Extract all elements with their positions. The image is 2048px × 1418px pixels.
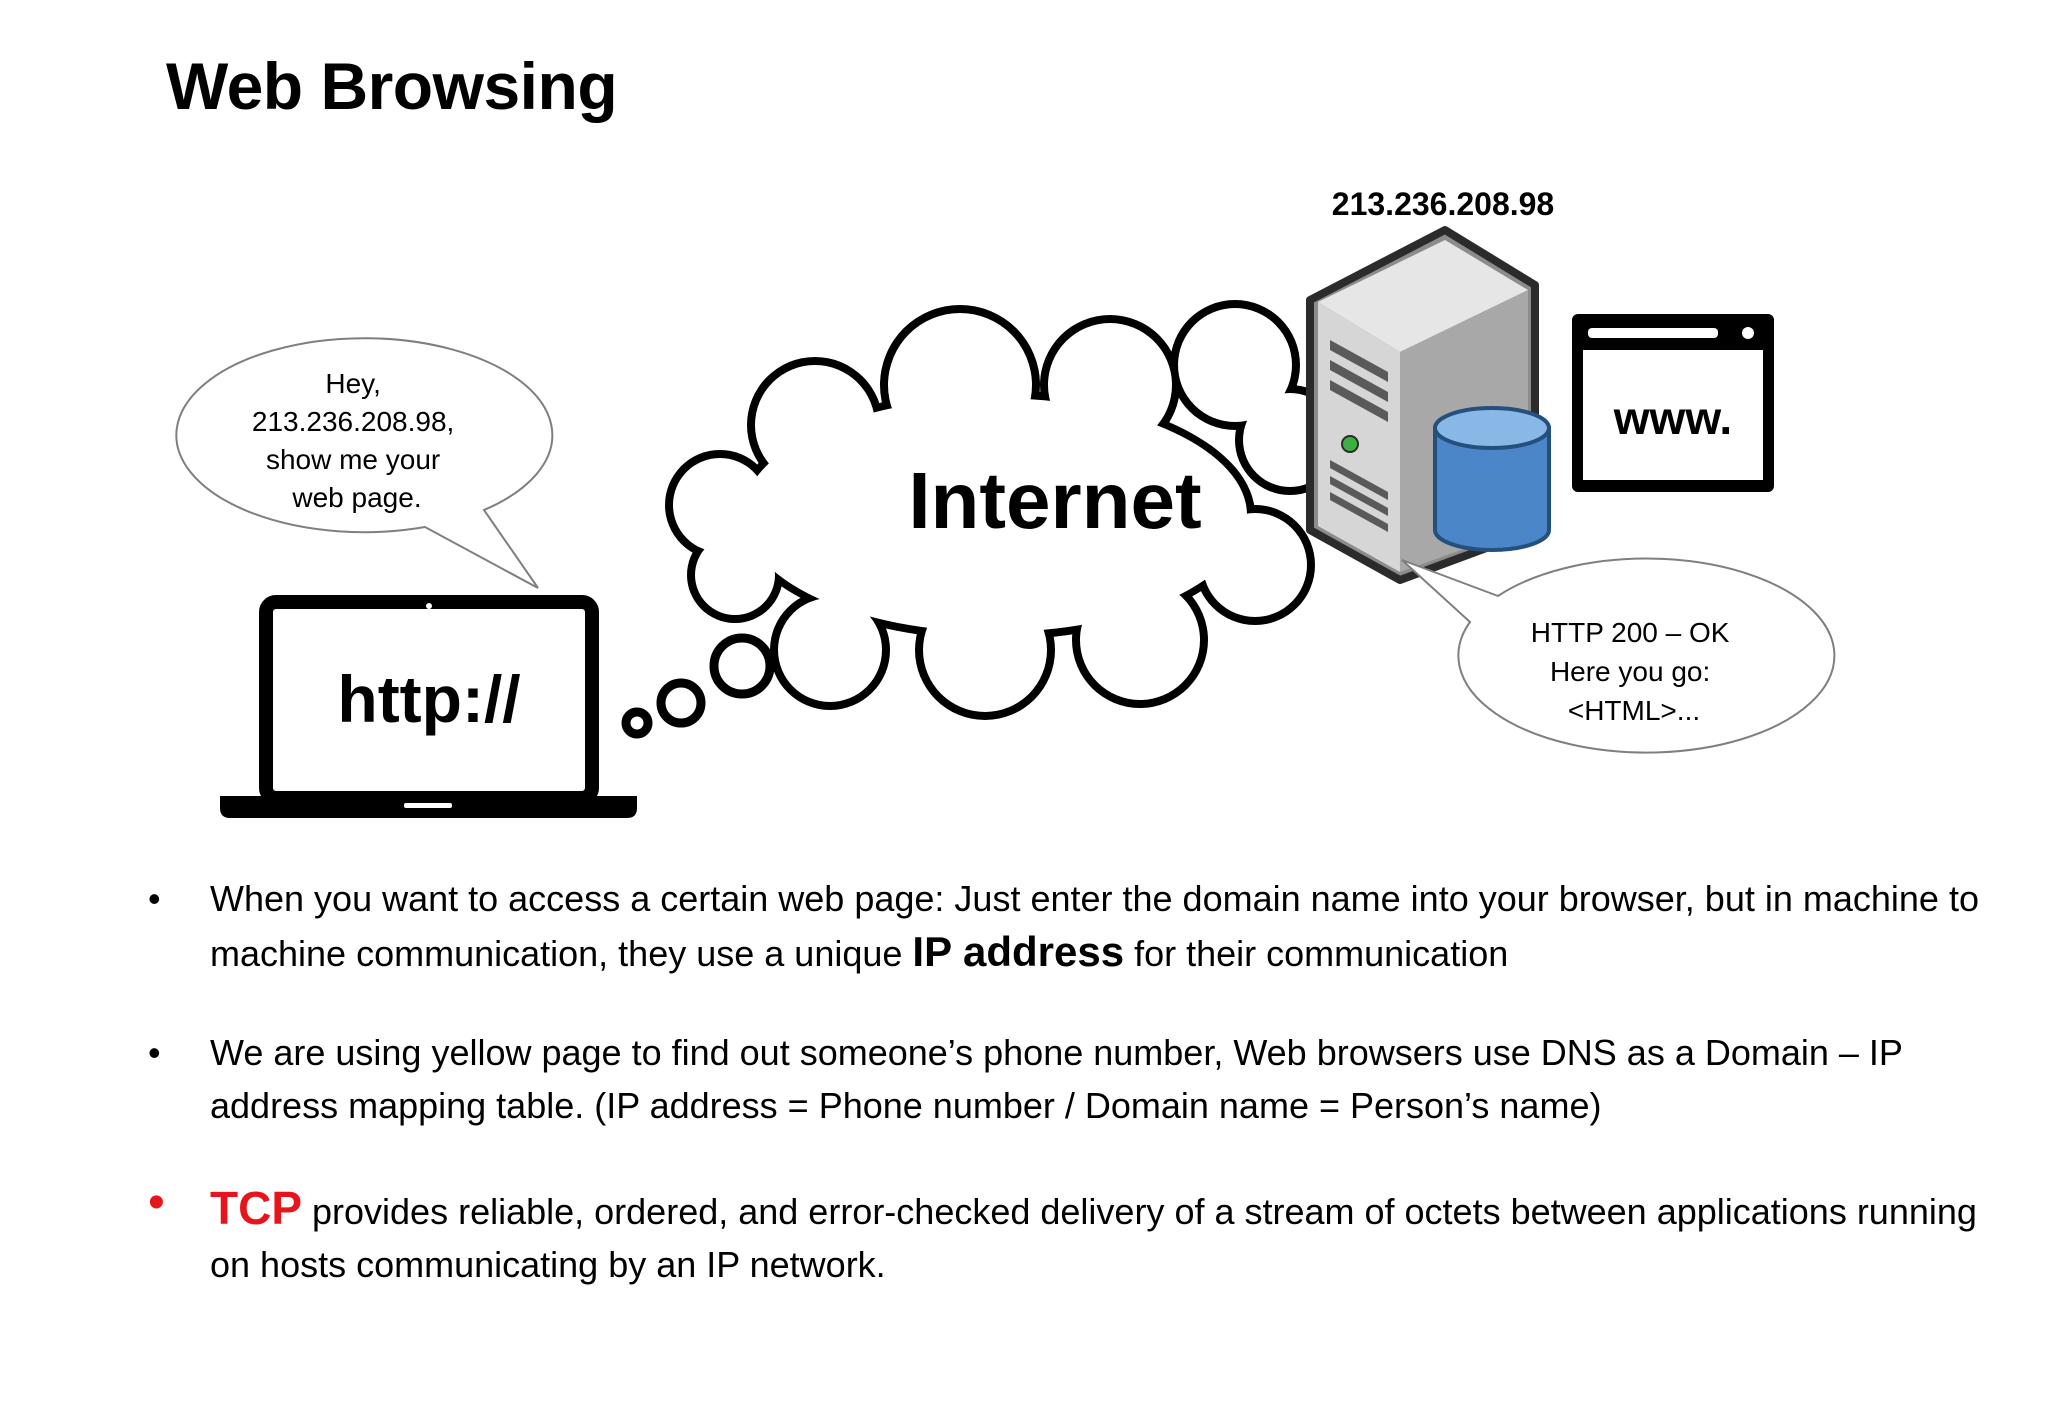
server-bubble-line-1: HTTP 200 – OK [1531, 617, 1730, 648]
server-speech-bubble: HTTP 200 – OK Here you go: <HTML>... [1401, 557, 1836, 754]
browser-window-text: www. [1613, 392, 1732, 444]
bullet-keyword: TCP [210, 1182, 302, 1234]
cloud-label: Internet [908, 456, 1201, 545]
browser-window-icon: www. [1572, 314, 1774, 492]
bullet-text: When you want to access a certain web pa… [210, 878, 1979, 974]
bullet-list: When you want to access a certain web pa… [140, 872, 1980, 1291]
bullet-emphasis: IP address [912, 928, 1125, 975]
bullet-text: for their communication [1124, 933, 1509, 974]
client-speech-bubble: Hey, 213.236.208.98, show me your web pa… [175, 337, 554, 589]
web-browsing-diagram: Hey, 213.236.208.98, show me your web pa… [175, 186, 1836, 818]
client-bubble-line-1: Hey, [325, 368, 381, 399]
client-bubble-line-3: show me your [266, 444, 440, 475]
laptop-screen-text: http:// [337, 662, 520, 736]
bullet-item: When you want to access a certain web pa… [140, 872, 1980, 980]
bullet-text: provides reliable, ordered, and error-ch… [210, 1191, 1977, 1285]
client-bubble-line-2: 213.236.208.98, [252, 406, 454, 437]
svg-text:HTTP 200 – OK Here you g: HTTP 200 – OK Here you go: <HTML>... [1531, 617, 1737, 726]
server-bubble-line-3: <HTML>... [1568, 695, 1700, 726]
svg-text:Hey, 213.236.208.98,: Hey, 213.236.208.98, show me your web pa… [252, 368, 462, 513]
slide-title: Web Browsing [166, 49, 618, 123]
database-icon [1433, 406, 1551, 552]
server-ip-label: 213.236.208.98 [1332, 186, 1554, 222]
laptop-icon: http:// [220, 595, 637, 818]
bullet-item: TCP provides reliable, ordered, and erro… [140, 1176, 1980, 1291]
thought-bubble-dots [621, 633, 775, 739]
internet-cloud: Internet [665, 300, 1345, 720]
bullet-text: We are using yellow page to find out som… [210, 1032, 1903, 1126]
server-bubble-line-2: Here you go: [1550, 656, 1710, 687]
client-bubble-line-4: web page. [291, 482, 421, 513]
bullet-item: We are using yellow page to find out som… [140, 1026, 1980, 1132]
server-icon [1306, 226, 1539, 584]
